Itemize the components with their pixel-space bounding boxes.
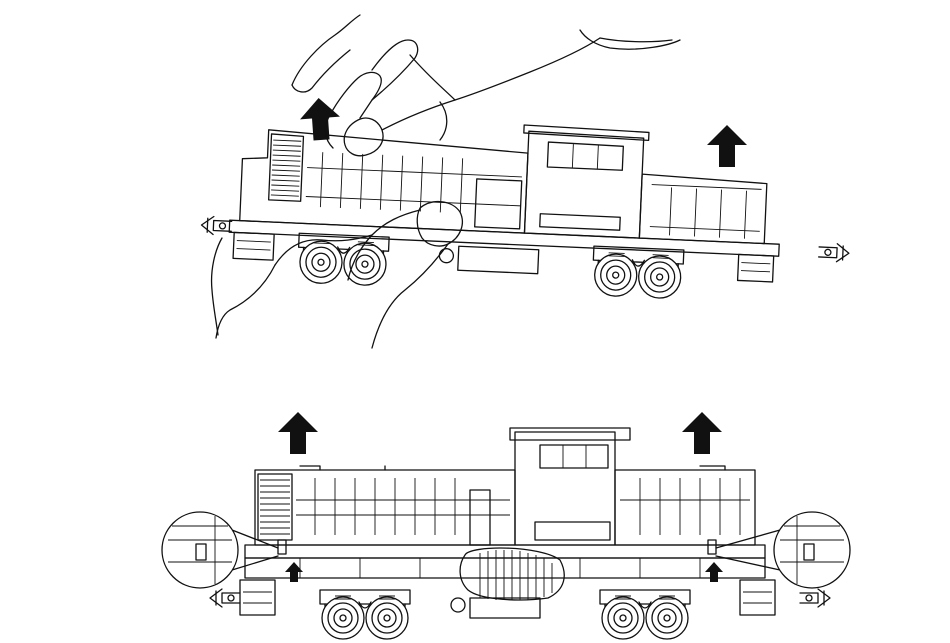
bottom-panel-locomotive xyxy=(210,428,830,639)
top-panel-locomotive xyxy=(199,111,854,306)
hand-illustration xyxy=(212,15,680,348)
lift-arrow-icon xyxy=(707,125,747,167)
small-lift-arrow-icon xyxy=(705,562,723,582)
lift-arrow-icon xyxy=(278,412,318,454)
detail-magnifier-left xyxy=(162,512,278,588)
lift-arrow-icon xyxy=(682,412,722,454)
lift-arrow-icon xyxy=(299,97,342,142)
detail-magnifier-right xyxy=(716,512,850,588)
